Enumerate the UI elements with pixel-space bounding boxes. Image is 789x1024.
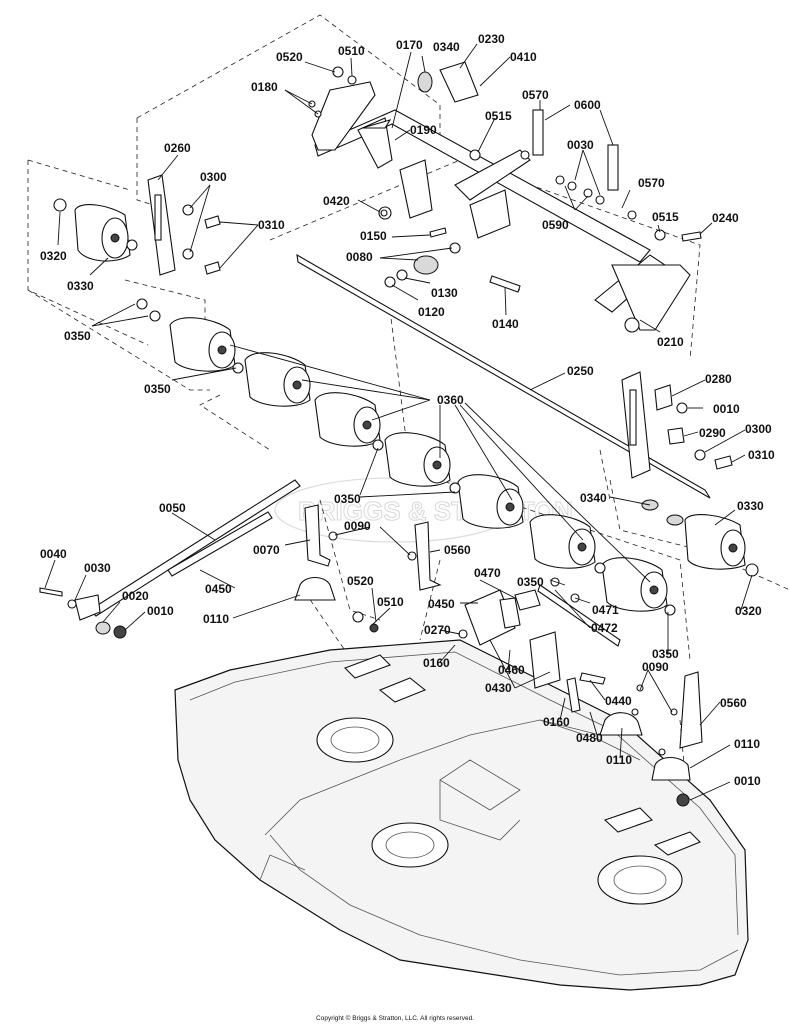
callout-0110-left[interactable]: 0110 (203, 612, 229, 626)
callout-0160-right[interactable]: 0160 (543, 715, 570, 729)
callout-0170[interactable]: 0170 (396, 38, 423, 52)
callout-0510-lower[interactable]: 0510 (377, 595, 404, 609)
callout-0450-right[interactable]: 0450 (428, 597, 455, 611)
leader-lines (44, 43, 753, 801)
callout-0020[interactable]: 0020 (122, 589, 149, 603)
callout-0350-upper[interactable]: 0350 (144, 382, 171, 396)
callout-0300-left[interactable]: 0300 (200, 170, 227, 184)
watermark-logo: BRIGGS & STRATTON (274, 477, 573, 543)
roller-7 (601, 557, 668, 612)
callout-0350-right[interactable]: 0350 (652, 647, 679, 661)
callout-0440[interactable]: 0440 (605, 694, 632, 708)
deck-rollers (169, 317, 676, 616)
callout-0430[interactable]: 0430 (485, 681, 512, 695)
callout-0450-left[interactable]: 0450 (205, 582, 232, 596)
callout-0410[interactable]: 0410 (510, 50, 537, 64)
callout-0570-upper[interactable]: 0570 (522, 88, 549, 102)
callout-0030-lower[interactable]: 0030 (84, 561, 111, 575)
callout-0510-upper[interactable]: 0510 (338, 44, 365, 58)
callout-0010-bottom[interactable]: 0010 (734, 774, 761, 788)
callout-0470[interactable]: 0470 (474, 566, 501, 580)
callout-0350-left[interactable]: 0350 (64, 329, 91, 343)
callout-0360[interactable]: 0360 (437, 393, 464, 407)
roller-6 (529, 514, 596, 569)
callout-0340-lower[interactable]: 0340 (580, 491, 607, 505)
callout-0520-lower[interactable]: 0520 (347, 574, 374, 588)
callout-0515-upper[interactable]: 0515 (485, 109, 512, 123)
callout-0090-left[interactable]: 0090 (344, 519, 371, 533)
callout-0160-left[interactable]: 0160 (423, 656, 450, 670)
roller-5 (457, 474, 524, 529)
roller-4 (384, 432, 451, 487)
callout-0150[interactable]: 0150 (360, 229, 387, 243)
callout-0110-right[interactable]: 0110 (734, 737, 760, 751)
callout-0310-right[interactable]: 0310 (748, 448, 775, 462)
callout-0030-upper[interactable]: 0030 (567, 138, 594, 152)
callout-0570-lower[interactable]: 0570 (638, 176, 665, 190)
callout-0250[interactable]: 0250 (567, 364, 594, 378)
callout-0210[interactable]: 0210 (657, 335, 684, 349)
callout-0310-left[interactable]: 0310 (258, 218, 285, 232)
callout-0240[interactable]: 0240 (712, 211, 739, 225)
callout-0040[interactable]: 0040 (40, 547, 67, 561)
callout-0515-lower[interactable]: 0515 (652, 210, 679, 224)
callout-0260[interactable]: 0260 (164, 141, 191, 155)
callout-0480[interactable]: 0480 (576, 731, 603, 745)
roller-1 (169, 317, 236, 372)
callout-0560-right[interactable]: 0560 (720, 696, 747, 710)
callout-0350-middle[interactable]: 0350 (334, 492, 361, 506)
callout-0010-right[interactable]: 0010 (713, 402, 740, 416)
callout-0471[interactable]: 0471 (592, 603, 619, 617)
callout-0090-right[interactable]: 0090 (642, 660, 669, 674)
callout-0330-left[interactable]: 0330 (67, 279, 94, 293)
callout-0070[interactable]: 0070 (253, 543, 280, 557)
callout-0080[interactable]: 0080 (346, 250, 373, 264)
mower-deck (174, 639, 749, 991)
copyright-notice: Copyright © Briggs & Stratton, LLC. All … (316, 1014, 474, 1022)
callout-0280[interactable]: 0280 (705, 372, 732, 386)
callout-0350-lower[interactable]: 0350 (517, 575, 544, 589)
callout-0110-middle[interactable]: 0110 (606, 753, 632, 767)
right-bracket (621, 371, 759, 577)
front-rods (39, 479, 301, 639)
callout-0590[interactable]: 0590 (542, 218, 569, 232)
callout-0520-upper[interactable]: 0520 (276, 50, 303, 64)
callout-0180[interactable]: 0180 (251, 80, 278, 94)
long-rod-0250 (296, 253, 711, 499)
callout-0460[interactable]: 0460 (498, 663, 525, 677)
callout-0600[interactable]: 0600 (574, 98, 601, 112)
callout-0330-right[interactable]: 0330 (737, 499, 764, 513)
callout-0120[interactable]: 0120 (418, 305, 445, 319)
callout-0560-left[interactable]: 0560 (444, 543, 471, 557)
callout-labels: 0520 0510 0170 0340 0230 0410 0180 0190 … (40, 32, 775, 788)
callout-0300-right[interactable]: 0300 (745, 422, 772, 436)
callout-0270[interactable]: 0270 (424, 623, 451, 637)
callout-0010-left[interactable]: 0010 (147, 604, 174, 618)
watermark-text: BRIGGS & STRATTON (298, 496, 573, 526)
roller-2 (244, 352, 311, 407)
callout-0140[interactable]: 0140 (492, 317, 519, 331)
callout-0130[interactable]: 0130 (431, 286, 458, 300)
left-bracket-roller (53, 174, 221, 322)
callout-0230[interactable]: 0230 (478, 32, 505, 46)
callout-0420[interactable]: 0420 (323, 194, 350, 208)
callout-0340-upper[interactable]: 0340 (433, 40, 460, 54)
callout-0472[interactable]: 0472 (591, 621, 618, 635)
roller-3 (314, 392, 381, 447)
callout-0320-left[interactable]: 0320 (40, 249, 67, 263)
callout-0320-right[interactable]: 0320 (735, 604, 762, 618)
callout-0050[interactable]: 0050 (159, 501, 186, 515)
callout-0190[interactable]: 0190 (410, 123, 437, 137)
callout-0290[interactable]: 0290 (699, 426, 726, 440)
lift-shaft-assembly (308, 61, 702, 333)
